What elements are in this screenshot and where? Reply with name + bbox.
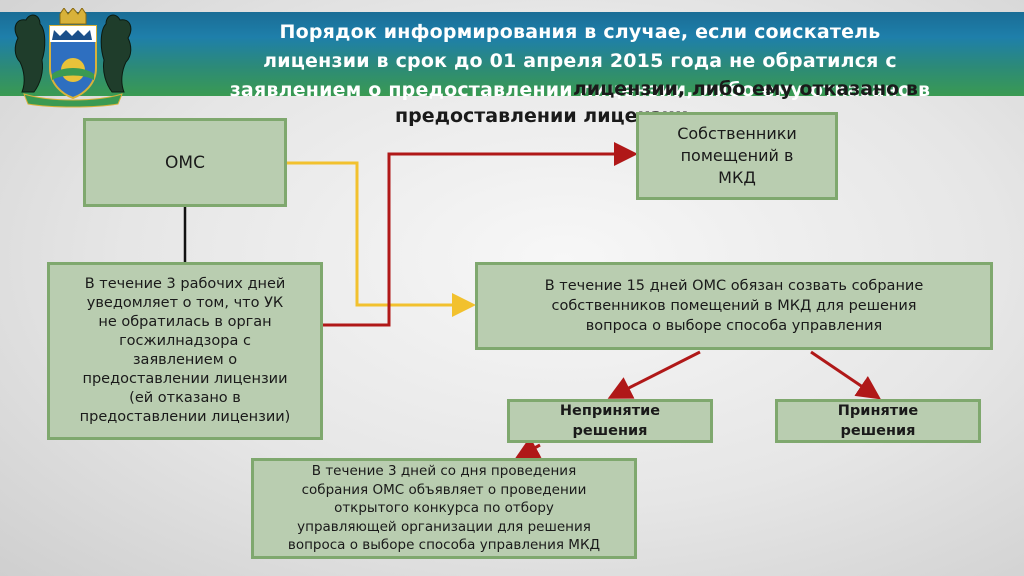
box-meeting-line: В течение 15 дней ОМС обязан созвать соб… xyxy=(544,278,924,294)
box-meeting-15-days: В течение 15 дней ОМС обязан созвать соб… xyxy=(475,262,993,350)
box-oms-label: ОМС xyxy=(165,152,205,173)
box-oms: ОМС xyxy=(83,118,287,207)
box-notice-line: уведомляет о том, что УК xyxy=(86,295,284,311)
connector-oms-to-meeting xyxy=(287,161,476,317)
box-notice-line: В течение 3 рабочих дней xyxy=(84,276,286,292)
box-notice-line: предоставлении лицензии) xyxy=(79,409,291,425)
connector-not-accepted-to-tender xyxy=(514,436,542,459)
box-tender-line: В течение 3 дней со дня проведения xyxy=(311,463,577,480)
box-tender-3-days: В течение 3 дней со дня проведения собра… xyxy=(251,458,637,559)
connector-meeting-to-not-accepted xyxy=(607,350,701,399)
box-notice-3-days: В течение 3 рабочих дней уведомляет о то… xyxy=(47,262,323,440)
box-not-accepted: Непринятие решения xyxy=(507,399,713,443)
connector-meeting-to-accepted xyxy=(810,350,881,400)
box-notice-line: заявлением о xyxy=(132,352,238,368)
title-line-2: лицензии в срок до 01 апреля 2015 года н… xyxy=(263,50,897,72)
box-tender-line: вопроса о выборе способа управления МКД xyxy=(287,537,601,554)
box-not-accepted-line: Непринятие xyxy=(559,403,661,419)
box-notice-line: госжилнадзора с xyxy=(119,333,251,349)
title-overlap-right: лицензии, либо ему отказано в xyxy=(573,78,918,100)
box-tender-line: управляющей организации для решения xyxy=(297,518,591,535)
box-tender-line: собрания ОМС объявляет о проведении xyxy=(301,481,587,498)
box-tender-line: открытого конкурса по отбору xyxy=(334,500,554,517)
box-not-accepted-line: решения xyxy=(572,423,648,439)
title-line-4: предоставлении лицензии xyxy=(395,105,689,127)
connector-notice-to-owners xyxy=(323,142,638,327)
coat-of-arms-icon xyxy=(14,8,132,108)
box-notice-line: предоставлении лицензии xyxy=(82,371,288,387)
box-owners: Собственники помещений в МКД xyxy=(636,112,838,200)
page-title: Порядок информирования в случае, если со… xyxy=(150,18,1010,105)
box-owners-line: помещений в xyxy=(680,146,794,165)
box-meeting-line: собственников помещений в МКД для решени… xyxy=(551,298,917,314)
box-notice-line: не обратилась в орган xyxy=(98,314,272,330)
title-line-3: заявлением о предоставлении лицензии, ли… xyxy=(229,79,931,101)
box-accepted-line: решения xyxy=(840,423,916,439)
box-accepted-line: Принятие xyxy=(837,403,919,419)
title-line-1: Порядок информирования в случае, если со… xyxy=(279,21,881,43)
box-accepted: Принятие решения xyxy=(775,399,981,443)
box-owners-line: МКД xyxy=(718,168,756,187)
box-meeting-line: вопроса о выборе способа управления xyxy=(585,318,883,334)
box-notice-line: (ей отказано в xyxy=(129,390,241,406)
header-band xyxy=(0,12,1024,96)
box-owners-line: Собственники xyxy=(677,124,797,143)
